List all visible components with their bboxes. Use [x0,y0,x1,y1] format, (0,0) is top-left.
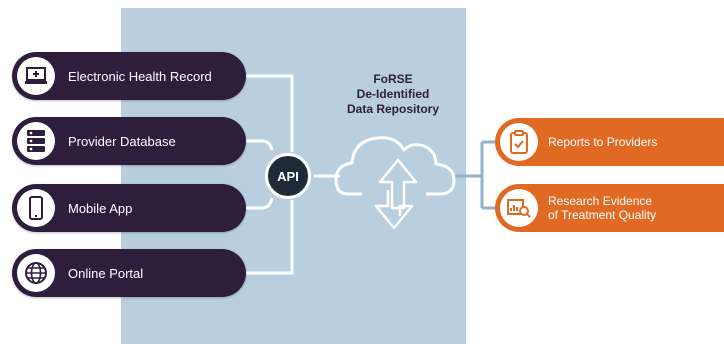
source-mobile-app: Mobile App [12,184,246,232]
clipboard-check-icon [500,123,538,161]
output-reports-to-providers: Reports to Providers [495,118,724,166]
source-electronic-health-record: Electronic Health Record [12,52,246,100]
source-label: Mobile App [68,200,133,216]
output-label: Research Evidence of Treatment Quality [548,184,656,232]
globe-icon [17,254,55,292]
source-provider-database: Provider Database [12,117,246,165]
cloud-sync-icon [334,136,456,230]
api-badge: API [265,153,311,199]
output-label-line: of Treatment Quality [548,208,657,222]
source-label: Online Portal [68,265,144,281]
output-research-evidence: Research Evidence of Treatment Quality [495,184,724,232]
laptop-icon [17,57,55,95]
source-label: Electronic Health Record [68,68,212,84]
repository-title-line: De-Identified [356,87,430,101]
repository-title-line: Data Repository [346,102,440,116]
output-label-line: Research Evidence [548,194,653,208]
source-online-portal: Online Portal [12,249,246,297]
repository-title-line: FoRSE [373,72,413,86]
mobile-phone-icon [17,189,55,227]
output-label-line: Reports to Providers [548,135,658,149]
repository-title: FoRSE De-Identified Data Repository [330,72,456,117]
server-icon [17,122,55,160]
output-label: Reports to Providers [548,118,657,166]
chart-search-icon [500,189,538,227]
source-label: Provider Database [68,133,176,149]
